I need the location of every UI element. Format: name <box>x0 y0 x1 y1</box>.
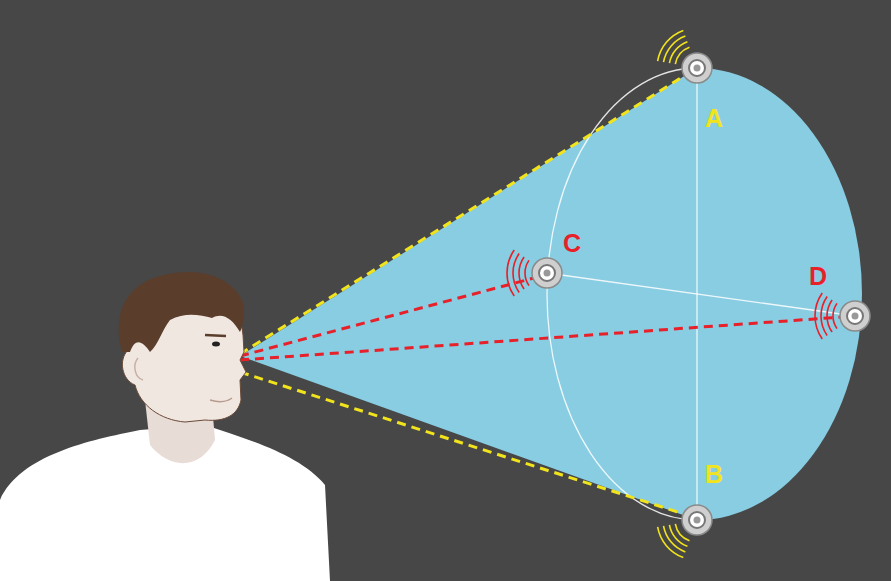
sound-wave <box>658 527 684 558</box>
listening-cone <box>240 68 862 520</box>
guide-arc <box>547 68 697 520</box>
sound-wave <box>507 250 514 296</box>
sound-wave <box>513 253 519 292</box>
sound-wave <box>658 30 684 61</box>
sound-wave <box>519 257 524 289</box>
speaker <box>682 505 712 535</box>
sound-wave <box>833 303 837 328</box>
sight-line <box>240 317 842 360</box>
speaker-label: D <box>809 264 827 289</box>
sight-line <box>240 278 534 356</box>
speaker-label: C <box>563 231 581 256</box>
sound-wave <box>815 293 822 339</box>
sound-wave <box>664 526 686 552</box>
speaker <box>682 53 712 83</box>
speaker-label: B <box>705 462 723 487</box>
listener-head <box>0 272 330 581</box>
sound-wave <box>525 260 529 285</box>
speaker <box>532 258 562 288</box>
speaker-label: A <box>705 106 723 131</box>
guide-line <box>547 273 855 316</box>
sound-wave <box>827 300 832 332</box>
sound-wave <box>664 36 686 62</box>
sound-wave <box>821 296 827 335</box>
sight-line <box>240 76 684 354</box>
speaker <box>840 301 870 331</box>
